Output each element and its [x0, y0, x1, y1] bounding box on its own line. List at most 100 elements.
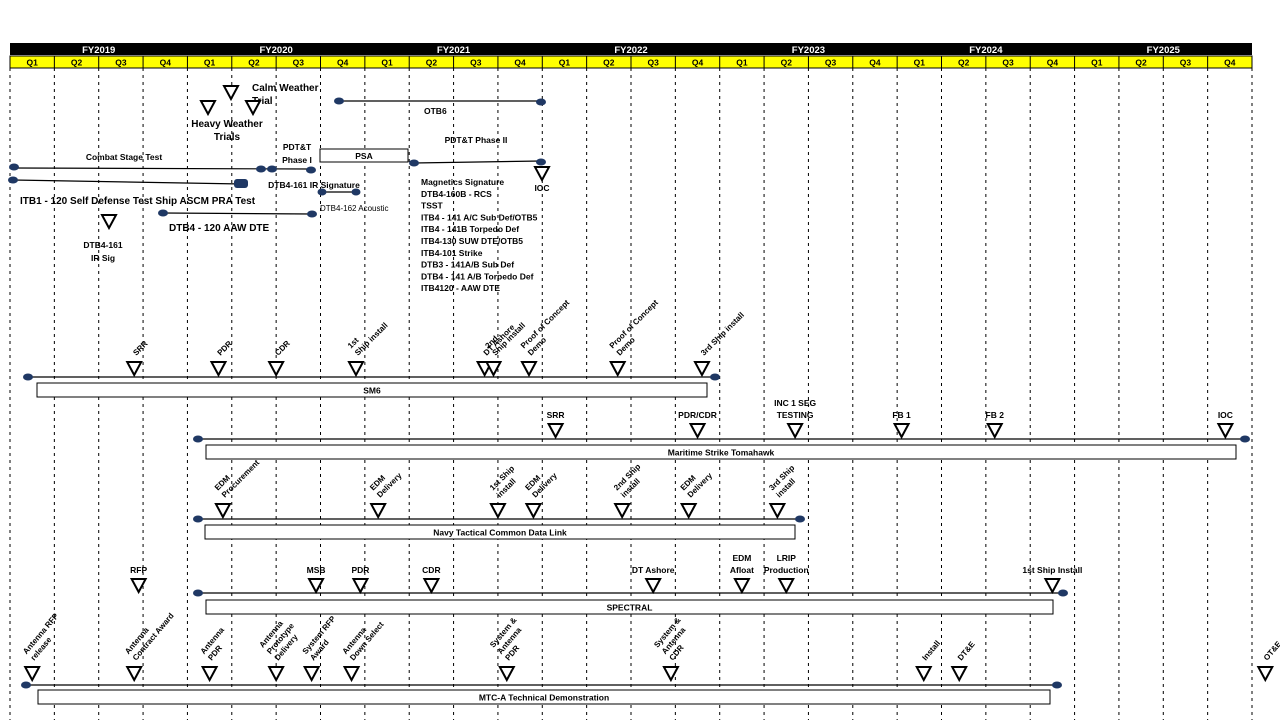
milestone-label: AntennaContract Award — [123, 605, 176, 663]
psa-label: PSA — [355, 151, 372, 161]
program-name: SM6 — [363, 386, 381, 396]
bar-endpoint — [536, 98, 546, 106]
quarter-label: Q4 — [869, 58, 881, 68]
fiscal-year-label: FY2024 — [969, 45, 1003, 56]
milestone-triangle — [222, 85, 240, 102]
milestone-triangle — [125, 666, 143, 683]
end-dot — [710, 373, 720, 381]
program-name: Maritime Strike Tomahawk — [668, 448, 775, 458]
milestone-triangle — [267, 361, 285, 378]
bar-endpoint — [334, 97, 344, 105]
milestone-label: IOC — [1218, 410, 1233, 420]
quarter-label: Q3 — [825, 58, 837, 68]
program-name: MTC-A Technical Demonstration — [479, 693, 609, 703]
milestone-label: MSB — [307, 565, 326, 575]
quarter-label: Q4 — [1047, 58, 1059, 68]
milestone-label: FB 2 — [986, 410, 1005, 420]
quarter-label: Q1 — [559, 58, 571, 68]
test-list-item: ITB4 - 141B Torpedo Def — [421, 224, 519, 234]
milestone-label: RFP — [130, 565, 147, 575]
pdtt-phase2-label: PDT&T Phase II — [445, 135, 508, 145]
milestone-label: 2ndShip install — [483, 314, 527, 358]
milestone-label: AntennaPrototypeDelivery — [257, 615, 304, 663]
milestone-triangle — [307, 578, 325, 595]
program-navy-tactical-common-data-link: Navy Tactical Common Data LinkEDMProcure… — [193, 458, 805, 540]
quarter-label: Q1 — [1091, 58, 1103, 68]
milestone-label: AntennaPDR — [199, 625, 234, 662]
milestone-triangle — [129, 578, 148, 595]
program-name: SPECTRAL — [607, 603, 653, 613]
acoustic-bar: DTB4-162 Acoustic — [317, 188, 388, 213]
quarter-label: Q4 — [692, 58, 704, 68]
start-dot — [23, 373, 33, 381]
dtb4-161-ir-label: DTB4-161 IR Signature — [268, 180, 360, 190]
end-dot — [795, 515, 805, 523]
combat-stage-test-bar: Combat Stage Test — [9, 152, 316, 174]
milestone-label: Proof of ConceptDemo — [608, 298, 668, 358]
quarter-label: Q1 — [914, 58, 926, 68]
test-list-item: DTB3 - 141A/B Sub Def — [421, 260, 514, 270]
test-list-item: ITB4-130 SUW DTE/OTB5 — [421, 236, 523, 246]
fiscal-year-label: FY2022 — [614, 45, 647, 56]
dtb4-120-bar: DTB4 - 120 AAW DTE — [158, 209, 317, 234]
quarter-label: Q2 — [426, 58, 438, 68]
milestone-triangle — [644, 578, 662, 595]
quarter-label: Q2 — [1135, 58, 1147, 68]
ioc-triangle — [533, 166, 551, 183]
milestone-triangle — [613, 503, 631, 520]
start-dot — [193, 435, 203, 443]
milestone-triangle — [267, 666, 285, 683]
quarter-label: Q3 — [1002, 58, 1014, 68]
program-bar — [204, 524, 796, 540]
quarter-label: Q3 — [1180, 58, 1192, 68]
start-dot — [193, 589, 203, 597]
milestone-triangle — [489, 503, 507, 520]
test-list-item: ITB4 - 141 A/C Sub Def/OTB5 — [421, 212, 538, 222]
ioc-label: IOC — [534, 183, 549, 193]
milestone-triangle — [892, 423, 911, 440]
milestone-triangle — [342, 666, 361, 683]
milestone-label: AntennaDown Select — [341, 613, 386, 662]
milestone-label: EDMDelivery — [679, 464, 715, 500]
quarter-label: Q1 — [27, 58, 39, 68]
milestone-label: CDR — [422, 565, 440, 575]
ir-signature-bar: DTB4-161 IR Signature — [8, 176, 360, 190]
otb6-bar: OTB6 — [334, 97, 546, 116]
test-list-item: ITB4120 - AAW DTE — [421, 283, 500, 293]
milestone-label: 1stShip install — [346, 314, 390, 358]
program-bar — [36, 382, 708, 398]
milestone-triangle — [693, 361, 711, 378]
milestone-triangle — [125, 361, 143, 378]
test-list-item: Magnetics Signature — [421, 177, 504, 187]
milestone-triangle — [986, 423, 1004, 440]
quarter-label: Q4 — [160, 58, 172, 68]
program-name: Navy Tactical Common Data Link — [433, 528, 567, 538]
quarter-label: Q2 — [71, 58, 83, 68]
milestone-label: Proof of ConceptDemo — [519, 298, 579, 358]
dtb4-120-aaw-label: DTB4 - 120 AAW DTE — [169, 223, 270, 234]
fiscal-year-label: FY2021 — [437, 45, 471, 56]
milestone-label: PDR/CDR — [678, 410, 717, 420]
milestone-label: System &AntennaPDR — [488, 616, 534, 663]
milestone-label: SRR — [131, 339, 149, 357]
end-dot — [1240, 435, 1250, 443]
quarter-label: Q3 — [293, 58, 305, 68]
quarter-label: Q4 — [337, 58, 349, 68]
quarter-label: Q1 — [381, 58, 393, 68]
milestone-label: DT&E — [956, 639, 977, 662]
milestone-label: 1st Ship Install — [1022, 565, 1082, 575]
milestone-triangle — [679, 503, 698, 520]
test-list-item: DTB4 - 141 A/B Torpedo Def — [421, 271, 534, 281]
